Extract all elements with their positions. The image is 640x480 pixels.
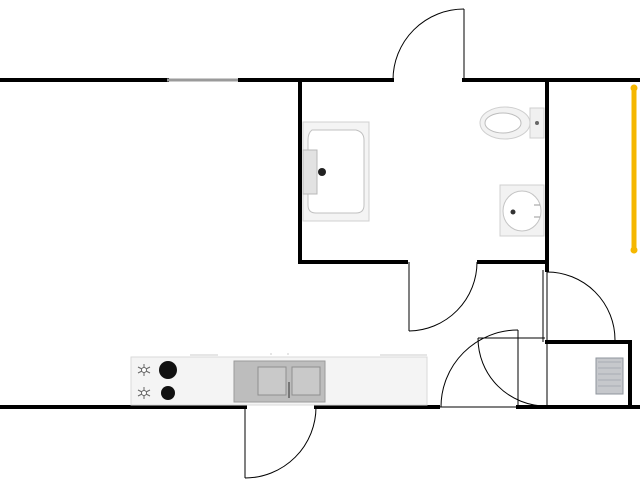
doors <box>244 8 616 479</box>
washbasin-icon <box>499 184 545 237</box>
toilet-icon <box>479 106 545 140</box>
door-bottom <box>244 406 317 479</box>
door-hall-lower <box>440 329 547 408</box>
kitchen-sink-icon <box>233 360 326 403</box>
bathtub-icon <box>302 121 370 222</box>
heated-towel-rail-icon <box>630 84 638 254</box>
shower-tray-icon <box>595 357 624 395</box>
door-bathroom <box>408 261 478 332</box>
cooktop-icon <box>137 361 177 400</box>
door-right-hall <box>546 270 616 341</box>
door-top <box>392 8 465 81</box>
